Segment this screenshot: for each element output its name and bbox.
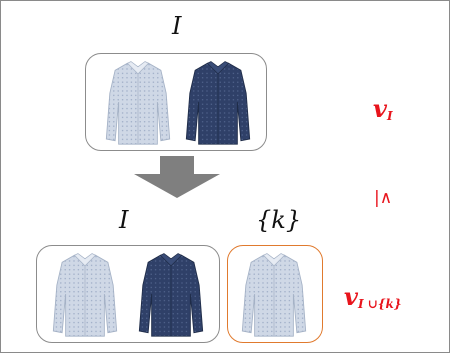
value-top: vI	[373, 94, 393, 123]
shirt-icon	[182, 58, 254, 146]
down-arrow-icon	[134, 156, 220, 198]
relation-symbol: |∧	[374, 188, 393, 208]
bottom-set-box	[36, 245, 220, 343]
top-set-label: I	[172, 12, 182, 40]
shirt-icon	[135, 250, 207, 338]
shirt-icon	[49, 250, 121, 338]
shirt-icon	[238, 250, 310, 338]
shirt-icon	[102, 58, 174, 146]
added-item-box	[227, 245, 323, 343]
bottom-set-label: I	[119, 206, 129, 234]
value-bottom: vI ∪{k}	[344, 282, 402, 311]
added-item-label: {k}	[256, 206, 302, 234]
top-set-box	[85, 53, 267, 151]
